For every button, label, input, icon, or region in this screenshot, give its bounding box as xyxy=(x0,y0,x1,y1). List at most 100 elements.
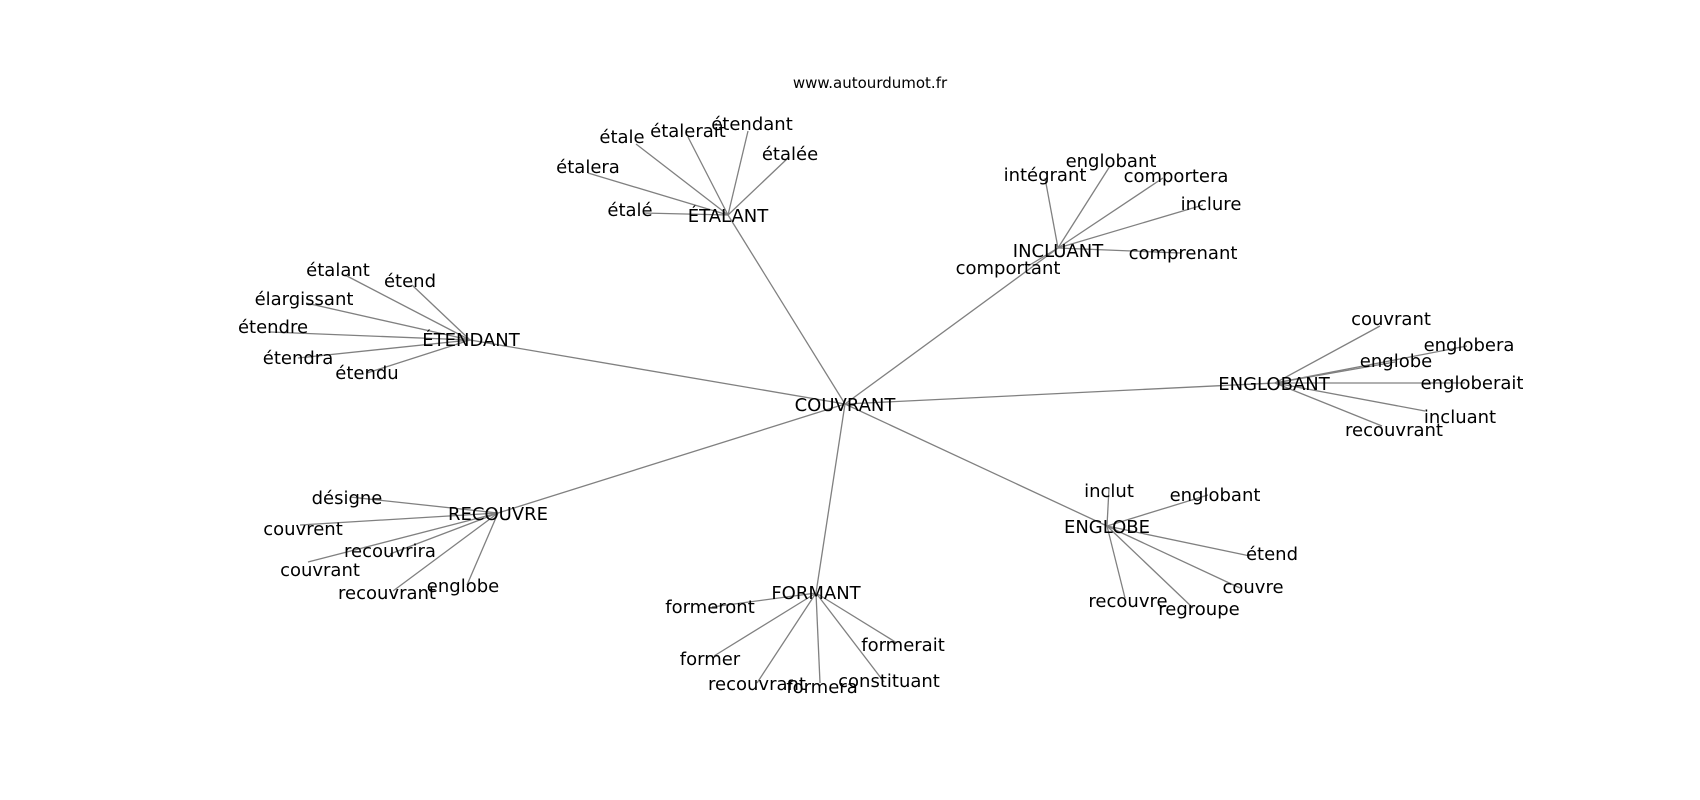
leaf-node-label[interactable]: désigne xyxy=(312,488,383,509)
leaf-node-label[interactable]: former xyxy=(680,649,741,670)
hub-to-leaf-edge xyxy=(411,284,471,341)
center-to-hub-edge xyxy=(844,382,1276,405)
leaf-node-label[interactable]: constituant xyxy=(838,671,940,692)
leaf-node-label[interactable]: élargissant xyxy=(255,289,354,310)
hub-to-leaf-edge xyxy=(1057,247,1181,254)
hub-to-leaf-edge xyxy=(727,130,749,216)
hub-to-leaf-edge xyxy=(307,512,499,563)
leaf-node-label[interactable]: couvrent xyxy=(263,519,343,540)
hub-to-leaf-edge xyxy=(1044,177,1059,249)
hub-to-leaf-edge xyxy=(1057,165,1111,249)
leaf-node-label[interactable]: étendu xyxy=(335,363,398,384)
leaf-node-label[interactable]: étendant xyxy=(711,114,793,135)
leaf-node-label[interactable]: incluant xyxy=(1424,407,1496,428)
center-to-hub-edge xyxy=(844,403,1108,527)
hub-to-leaf-edge xyxy=(1274,325,1381,384)
hub-to-leaf-edge xyxy=(1274,382,1426,412)
center-to-hub-edge xyxy=(469,339,846,405)
leaf-node-label[interactable]: formera xyxy=(786,677,857,698)
center-node-label[interactable]: COUVRANT xyxy=(795,395,897,416)
leaf-node-label[interactable]: couvrant xyxy=(1351,309,1431,330)
leaf-node-label[interactable]: formerait xyxy=(861,635,945,656)
hub-to-leaf-edge xyxy=(727,157,789,216)
hub-to-leaf-edge xyxy=(1106,487,1110,527)
site-url[interactable]: www.autourdumot.fr xyxy=(793,74,948,92)
hub-to-leaf-edge xyxy=(344,274,471,341)
hub-to-leaf-edge xyxy=(1106,525,1251,557)
leaf-node-label[interactable]: comportera xyxy=(1124,166,1229,187)
leaf-node-label[interactable]: étend xyxy=(1246,544,1298,565)
hub-to-leaf-edge xyxy=(1106,525,1126,599)
leaf-node-label[interactable]: engloberait xyxy=(1421,373,1524,394)
hub-to-leaf-edge xyxy=(815,592,898,644)
hub-to-leaf-edge xyxy=(1027,247,1059,267)
hub-to-leaf-edge xyxy=(1106,525,1194,609)
leaf-node-label[interactable]: englobera xyxy=(1424,335,1515,356)
hub-to-leaf-edge xyxy=(713,592,817,657)
leaf-node-label[interactable]: étendra xyxy=(263,348,333,369)
hub-to-leaf-edge xyxy=(756,592,817,684)
leaf-node-label[interactable]: étalerait xyxy=(650,121,726,142)
hub-to-leaf-edge xyxy=(1274,382,1383,427)
leaf-node-label[interactable]: englobe xyxy=(427,576,499,597)
leaf-node-label[interactable]: englobant xyxy=(1066,151,1157,172)
leaf-node-label[interactable]: étend xyxy=(384,271,436,292)
leaf-node-label[interactable]: comportant xyxy=(956,258,1061,279)
hub-to-leaf-edge xyxy=(366,339,471,374)
hub-to-leaf-edge xyxy=(466,512,499,586)
hub-node-label[interactable]: INCLUANT xyxy=(1013,241,1104,262)
hub-to-leaf-edge xyxy=(392,512,499,592)
leaf-node-label[interactable]: recouvrant xyxy=(1345,420,1443,441)
center-to-hub-edge xyxy=(727,214,846,405)
hub-node-label[interactable]: ENGLOBE xyxy=(1064,517,1150,538)
leaf-node-label[interactable]: étalant xyxy=(306,260,370,281)
hub-to-leaf-edge xyxy=(297,339,471,359)
leaf-node-label[interactable]: étalée xyxy=(762,144,818,165)
leaf-node-label[interactable]: recouvrant xyxy=(708,674,806,695)
hub-to-leaf-edge xyxy=(1106,525,1241,589)
leaf-node-label[interactable]: recouvrira xyxy=(344,541,436,562)
leaf-node-label[interactable]: étalera xyxy=(556,157,620,178)
hub-to-leaf-edge xyxy=(587,172,729,216)
hub-to-leaf-edge xyxy=(349,496,499,514)
hub-to-leaf-edge xyxy=(687,136,729,216)
hub-to-leaf-edge xyxy=(642,212,729,216)
hub-node-label[interactable]: ÉTENDANT xyxy=(422,329,521,351)
hub-node-label[interactable]: FORMANT xyxy=(771,583,861,604)
hub-to-leaf-edge xyxy=(815,592,821,684)
leaf-node-label[interactable]: recouvrant xyxy=(338,583,436,604)
leaf-node-label[interactable]: inclut xyxy=(1084,481,1134,502)
center-to-hub-edge xyxy=(497,403,846,514)
center-to-hub-edge xyxy=(844,247,1059,405)
leaf-node-label[interactable]: formeront xyxy=(665,597,755,618)
leaf-node-label[interactable]: regroupe xyxy=(1158,599,1239,620)
leaf-node-label[interactable]: comprenant xyxy=(1129,243,1238,264)
hub-node-label[interactable]: ÉTALANT xyxy=(688,205,770,227)
leaf-node-label[interactable]: étalé xyxy=(607,200,652,221)
hub-to-leaf-edge xyxy=(635,143,729,216)
hub-to-leaf-edge xyxy=(1057,177,1164,249)
hub-node-label[interactable]: RECOUVRE xyxy=(448,504,548,525)
leaf-node-label[interactable]: étale xyxy=(599,127,644,148)
hub-node-label[interactable]: ENGLOBANT xyxy=(1218,374,1330,395)
hub-to-leaf-edge xyxy=(305,302,471,341)
leaf-node-label[interactable]: inclure xyxy=(1181,194,1242,215)
hub-to-leaf-edge xyxy=(269,331,471,341)
leaf-node-label[interactable]: englobant xyxy=(1170,485,1261,506)
graph-edges xyxy=(269,130,1468,684)
leaf-node-label[interactable]: couvrant xyxy=(280,560,360,581)
leaf-node-label[interactable]: couvre xyxy=(1222,577,1283,598)
hub-to-leaf-edge xyxy=(1274,361,1396,384)
hub-to-leaf-edge xyxy=(815,592,885,683)
graph-labels: www.autourdumot.fr COUVRANT ÉTALANT étale… xyxy=(238,74,1524,698)
hub-to-leaf-edge xyxy=(1057,204,1204,249)
leaf-node-label[interactable]: étendre xyxy=(238,317,308,338)
hub-to-leaf-edge xyxy=(389,512,499,555)
leaf-node-label[interactable]: recouvre xyxy=(1088,591,1167,612)
center-to-hub-edge xyxy=(815,403,846,594)
leaf-node-label[interactable]: intégrant xyxy=(1004,165,1087,186)
leaf-node-label[interactable]: englobe xyxy=(1360,351,1432,372)
hub-to-leaf-edge xyxy=(1106,494,1209,527)
hub-to-leaf-edge xyxy=(299,512,499,526)
